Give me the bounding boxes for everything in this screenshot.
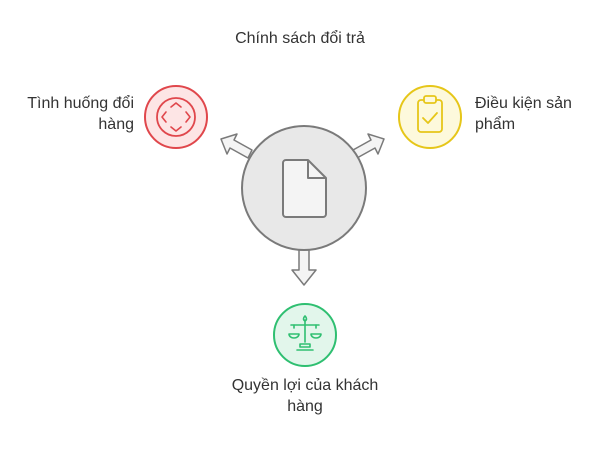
node-right[interactable] xyxy=(398,85,462,149)
label-quyen-loi-khach-hang: Quyền lợi của khách hàng xyxy=(231,377,379,415)
arrow-right-icon xyxy=(352,133,385,159)
label-tinh-huong-doi-hang: Tình huống đổi hàng xyxy=(27,95,134,133)
node-bottom[interactable] xyxy=(273,303,337,367)
center-node xyxy=(241,125,367,251)
diagram-title: Chính sách đổi trả xyxy=(235,30,365,47)
scales-icon xyxy=(288,315,322,351)
rotate-arrows-icon xyxy=(161,102,191,132)
arrow-down-icon xyxy=(291,249,317,286)
arrow-left-icon xyxy=(220,133,253,159)
clipboard-check-icon xyxy=(417,95,443,133)
document-icon xyxy=(282,159,327,218)
label-dieu-kien-san-pham: Điều kiện sản phẩm xyxy=(475,95,572,133)
node-left[interactable] xyxy=(144,85,208,149)
